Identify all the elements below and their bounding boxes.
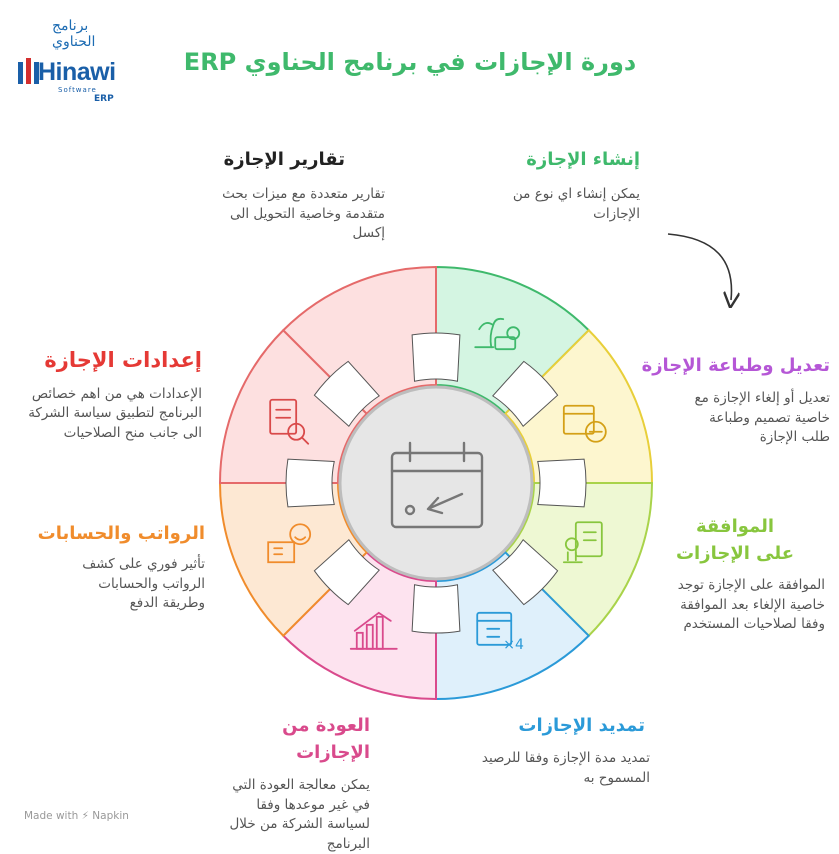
section-edit-desc: تعديل أو إلغاء الإجازة مع خاصية تصميم وط… bbox=[694, 390, 830, 446]
section-reports-desc: تقارير متعددة مع ميزات بحث متقدمة وخاصية… bbox=[222, 186, 385, 242]
napkin-text: Napkin bbox=[92, 810, 129, 822]
calendar-arrow-icon bbox=[390, 441, 484, 529]
center-circle bbox=[338, 385, 534, 581]
logo-erp: ERP bbox=[94, 94, 114, 104]
section-reports: تقارير الإجازة تقارير متعددة مع ميزات بح… bbox=[195, 146, 385, 244]
wheel-connector-tab bbox=[313, 360, 380, 427]
logo-mark-icon bbox=[18, 58, 39, 84]
section-settings-title: إعدادات الإجازة bbox=[44, 348, 202, 372]
section-return-title: العودة من الإجازات bbox=[282, 715, 370, 763]
growth-chart-icon bbox=[349, 611, 398, 650]
section-return: العودة من الإجازات يمكن معالجة العودة ال… bbox=[205, 712, 370, 854]
napkin-icon: ⚡ bbox=[81, 810, 89, 822]
section-create-title: إنشاء الإجازة bbox=[526, 149, 640, 170]
section-extend: تمديد الإجازات تمديد مدة الإجازة وفقا لل… bbox=[470, 712, 650, 788]
logo-software: Software bbox=[58, 86, 97, 94]
page-title: دورة الإجازات في برنامج الحناوي ERP bbox=[183, 48, 637, 76]
section-approve-title: الموافقة على الإجازات bbox=[675, 516, 795, 564]
section-edit: تعديل وطباعة الإجازة تعديل أو إلغاء الإج… bbox=[630, 352, 830, 448]
section-extend-desc: تمديد مدة الإجازة وفقا للرصيد المسموح به bbox=[481, 750, 650, 786]
document-search-icon bbox=[269, 398, 310, 445]
section-approve-desc: الموافقة على الإجازة توجد خاصية الإلغاء … bbox=[677, 577, 825, 633]
section-edit-title: تعديل وطباعة الإجازة bbox=[641, 355, 830, 376]
hinawi-logo: برنامج الحناوي Hinawi Software ERP bbox=[14, 18, 124, 104]
calendar-x4-icon: ×4 bbox=[476, 611, 524, 653]
wheel-connector-tab bbox=[492, 360, 559, 427]
section-extend-title: تمديد الإجازات bbox=[518, 715, 645, 736]
logo-arabic: برنامج الحناوي bbox=[52, 18, 96, 50]
wheel-connector-tab bbox=[411, 332, 461, 382]
wheel-connector-tab bbox=[285, 458, 335, 508]
wheel-connector-tab bbox=[537, 458, 587, 508]
calendar-minus-icon bbox=[562, 404, 607, 443]
approval-stamp-icon bbox=[562, 521, 603, 564]
wheel-connector-tab bbox=[411, 584, 461, 634]
section-create: إنشاء الإجازة يمكن إنشاء اي نوع من الإجا… bbox=[470, 146, 640, 224]
logo-brand: Hinawi bbox=[38, 58, 116, 86]
smile-building-icon bbox=[267, 523, 312, 564]
wheel-connector-tab bbox=[492, 539, 559, 606]
beach-palm-icon bbox=[474, 317, 521, 351]
section-settings-desc: الإعدادات هي من اهم خصائص البرنامج لتطبي… bbox=[28, 385, 202, 441]
made-with-text: Made with bbox=[24, 810, 79, 822]
section-settings: إعدادات الإجازة الإعدادات هي من اهم خصائ… bbox=[12, 345, 202, 443]
section-salary: الرواتب والحسابات تأثير فوري على كشف الر… bbox=[20, 520, 205, 614]
svg-text:×4: ×4 bbox=[503, 637, 524, 653]
made-with-napkin: Made with ⚡ Napkin bbox=[24, 810, 129, 822]
flow-arrow bbox=[667, 233, 731, 300]
section-reports-title: تقارير الإجازة bbox=[223, 149, 345, 170]
section-create-desc: يمكن إنشاء اي نوع من الإجازات bbox=[512, 186, 640, 222]
wheel-connector-tab bbox=[313, 539, 380, 606]
section-approve: الموافقة على الإجازات bbox=[655, 513, 815, 567]
section-salary-title: الرواتب والحسابات bbox=[37, 523, 205, 544]
section-salary-desc: تأثير فوري على كشف الرواتب والحسابات وطر… bbox=[82, 556, 205, 612]
section-return-desc: يمكن معالجة العودة التي في غير موعدها وف… bbox=[229, 777, 370, 852]
wheel-segment-reports bbox=[281, 265, 437, 416]
